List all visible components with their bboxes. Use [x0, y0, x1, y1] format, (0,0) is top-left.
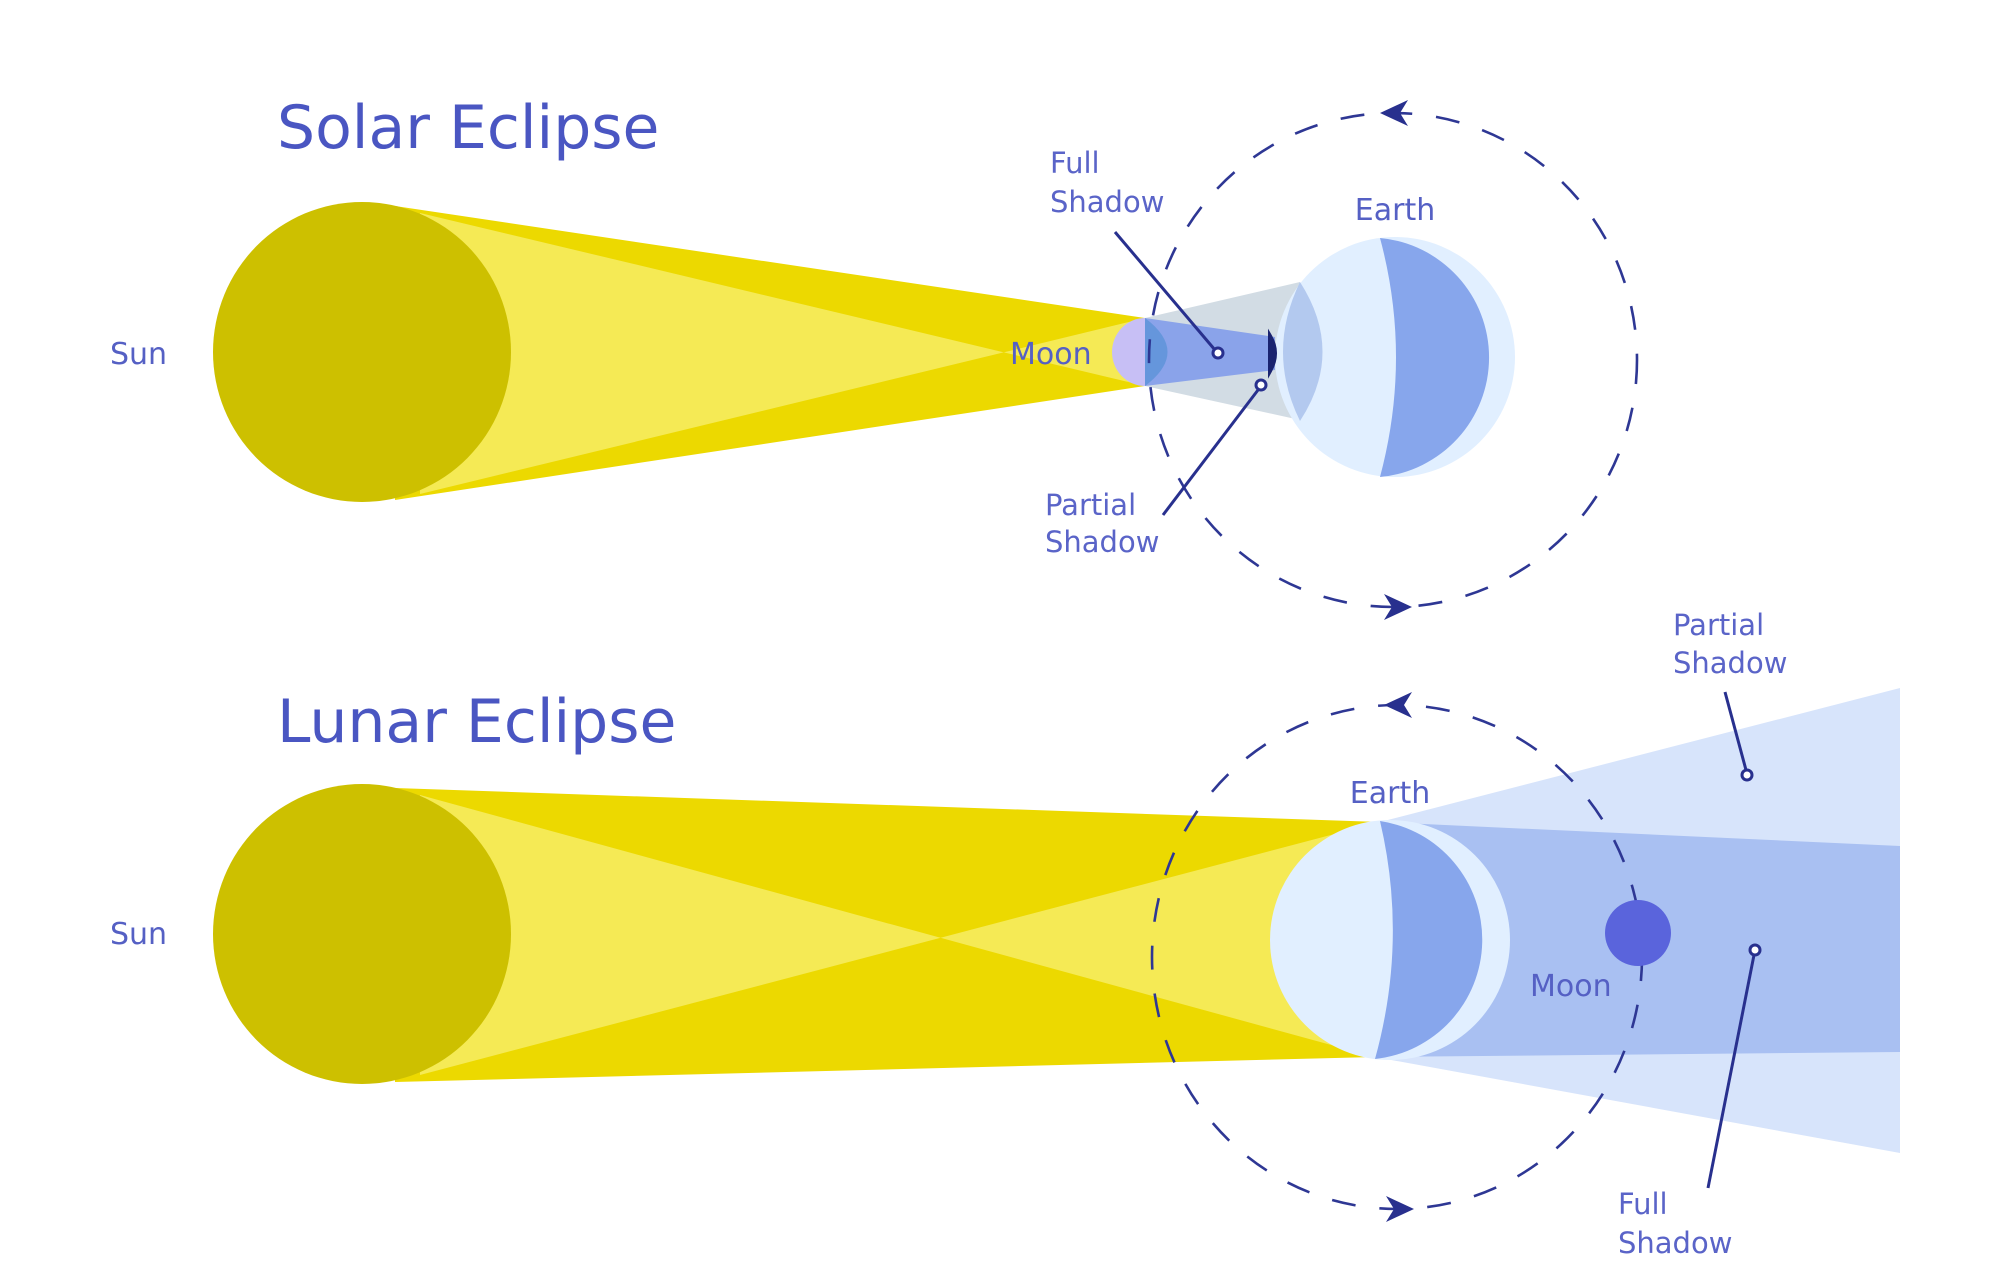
solar-sun: [213, 202, 511, 502]
lunar-full-shadow-label-line1: Full: [1618, 1187, 1668, 1221]
lunar-eclipse-title: Lunar Eclipse: [277, 687, 676, 757]
lunar-full-shadow-callout: Full Shadow: [1618, 943, 1762, 1260]
solar-moon: [1112, 318, 1168, 386]
solar-full-shadow-label-line1: Full: [1050, 146, 1100, 180]
lunar-partial-shadow-pointer: [1740, 768, 1754, 782]
lunar-sun-label: Sun: [110, 917, 167, 952]
lunar-orbit-arrow-bottom-icon: [1386, 1196, 1414, 1222]
solar-partial-shadow-pointer: [1254, 378, 1268, 392]
lunar-partial-shadow-leader: [1723, 691, 1748, 771]
lunar-earth: [1270, 820, 1510, 1060]
lunar-partial-shadow-label-line2: Shadow: [1673, 646, 1787, 680]
solar-moon-lit-side: [1112, 318, 1145, 386]
solar-full-shadow-leader: [1113, 231, 1217, 351]
solar-orbit-arrow-bottom-icon: [1384, 594, 1412, 620]
solar-partial-shadow-callout: Partial Shadow: [1045, 378, 1268, 559]
solar-earth-label: Earth: [1355, 193, 1435, 228]
solar-full-shadow-pointer: [1211, 346, 1225, 360]
lunar-eclipse-panel: Lunar Eclipse Sun Earth Moon Partial Sha…: [110, 608, 1900, 1260]
lunar-moon: [1605, 900, 1671, 966]
solar-moon-dark-side: [1145, 318, 1168, 386]
lunar-sun: [213, 784, 511, 1084]
lunar-earth-night-side: [1375, 821, 1483, 1059]
lunar-inner-beam: [420, 795, 1380, 1075]
lunar-full-shadow-pointer: [1748, 943, 1762, 957]
solar-earth-night-side: [1380, 238, 1490, 477]
solar-full-shadow-cone: [1145, 318, 1275, 386]
lunar-partial-shadow-callout: Partial Shadow: [1673, 608, 1787, 782]
solar-light-beam: [395, 206, 1145, 500]
solar-eclipse-title: Solar Eclipse: [277, 93, 659, 163]
solar-partial-shadow-label-line1: Partial: [1045, 488, 1136, 522]
solar-earth-penumbra-lens: [1283, 282, 1323, 421]
solar-full-shadow-callout: Full Shadow: [1050, 146, 1225, 360]
solar-full-shadow-label-line2: Shadow: [1050, 185, 1164, 219]
lunar-orbit-arrow-top-icon: [1384, 692, 1412, 718]
solar-eclipse-panel: Solar Eclipse Sun Moon Earth: [110, 93, 1639, 620]
solar-partial-shadow-leader: [1161, 389, 1260, 516]
solar-orbit-arrow-top-icon: [1380, 100, 1408, 126]
solar-sun-label: Sun: [110, 337, 167, 372]
solar-earth: [1275, 237, 1515, 477]
lunar-full-shadow-leader: [1706, 954, 1756, 1189]
lunar-earth-label: Earth: [1350, 776, 1430, 811]
lunar-moon-label: Moon: [1530, 969, 1612, 1004]
lunar-partial-shadow-label-line1: Partial: [1673, 608, 1764, 642]
solar-inner-beam: [420, 213, 1145, 494]
solar-umbra-spot: [1268, 328, 1277, 379]
solar-partial-shadow-label-line2: Shadow: [1045, 525, 1159, 559]
solar-moon-label: Moon: [1010, 337, 1092, 372]
lunar-light-beam: [395, 788, 1380, 1082]
lunar-full-shadow-label-line2: Shadow: [1618, 1226, 1732, 1260]
